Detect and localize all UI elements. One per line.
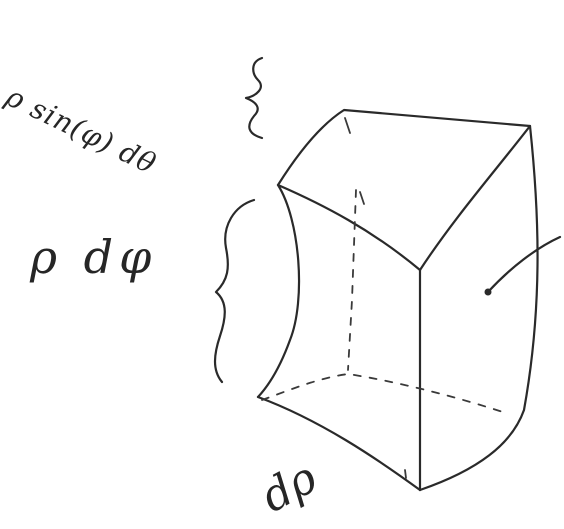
top-face (276, 108, 532, 272)
top-brace (244, 56, 264, 140)
bottom-front-edge (256, 395, 422, 492)
label-rho-dphi: ρ dφ (30, 230, 158, 284)
right-vertical-edge (418, 124, 539, 492)
hidden-bottom-edge (261, 373, 507, 414)
hidden-vertical-edge (347, 189, 357, 371)
bottom-mark (404, 469, 407, 479)
front-curved-edge (256, 183, 301, 399)
middle-brace (213, 198, 256, 384)
interior-mark (359, 191, 365, 205)
pointer-dot (484, 288, 492, 296)
pointer-line (486, 235, 562, 294)
top-corner-tick (344, 117, 351, 134)
